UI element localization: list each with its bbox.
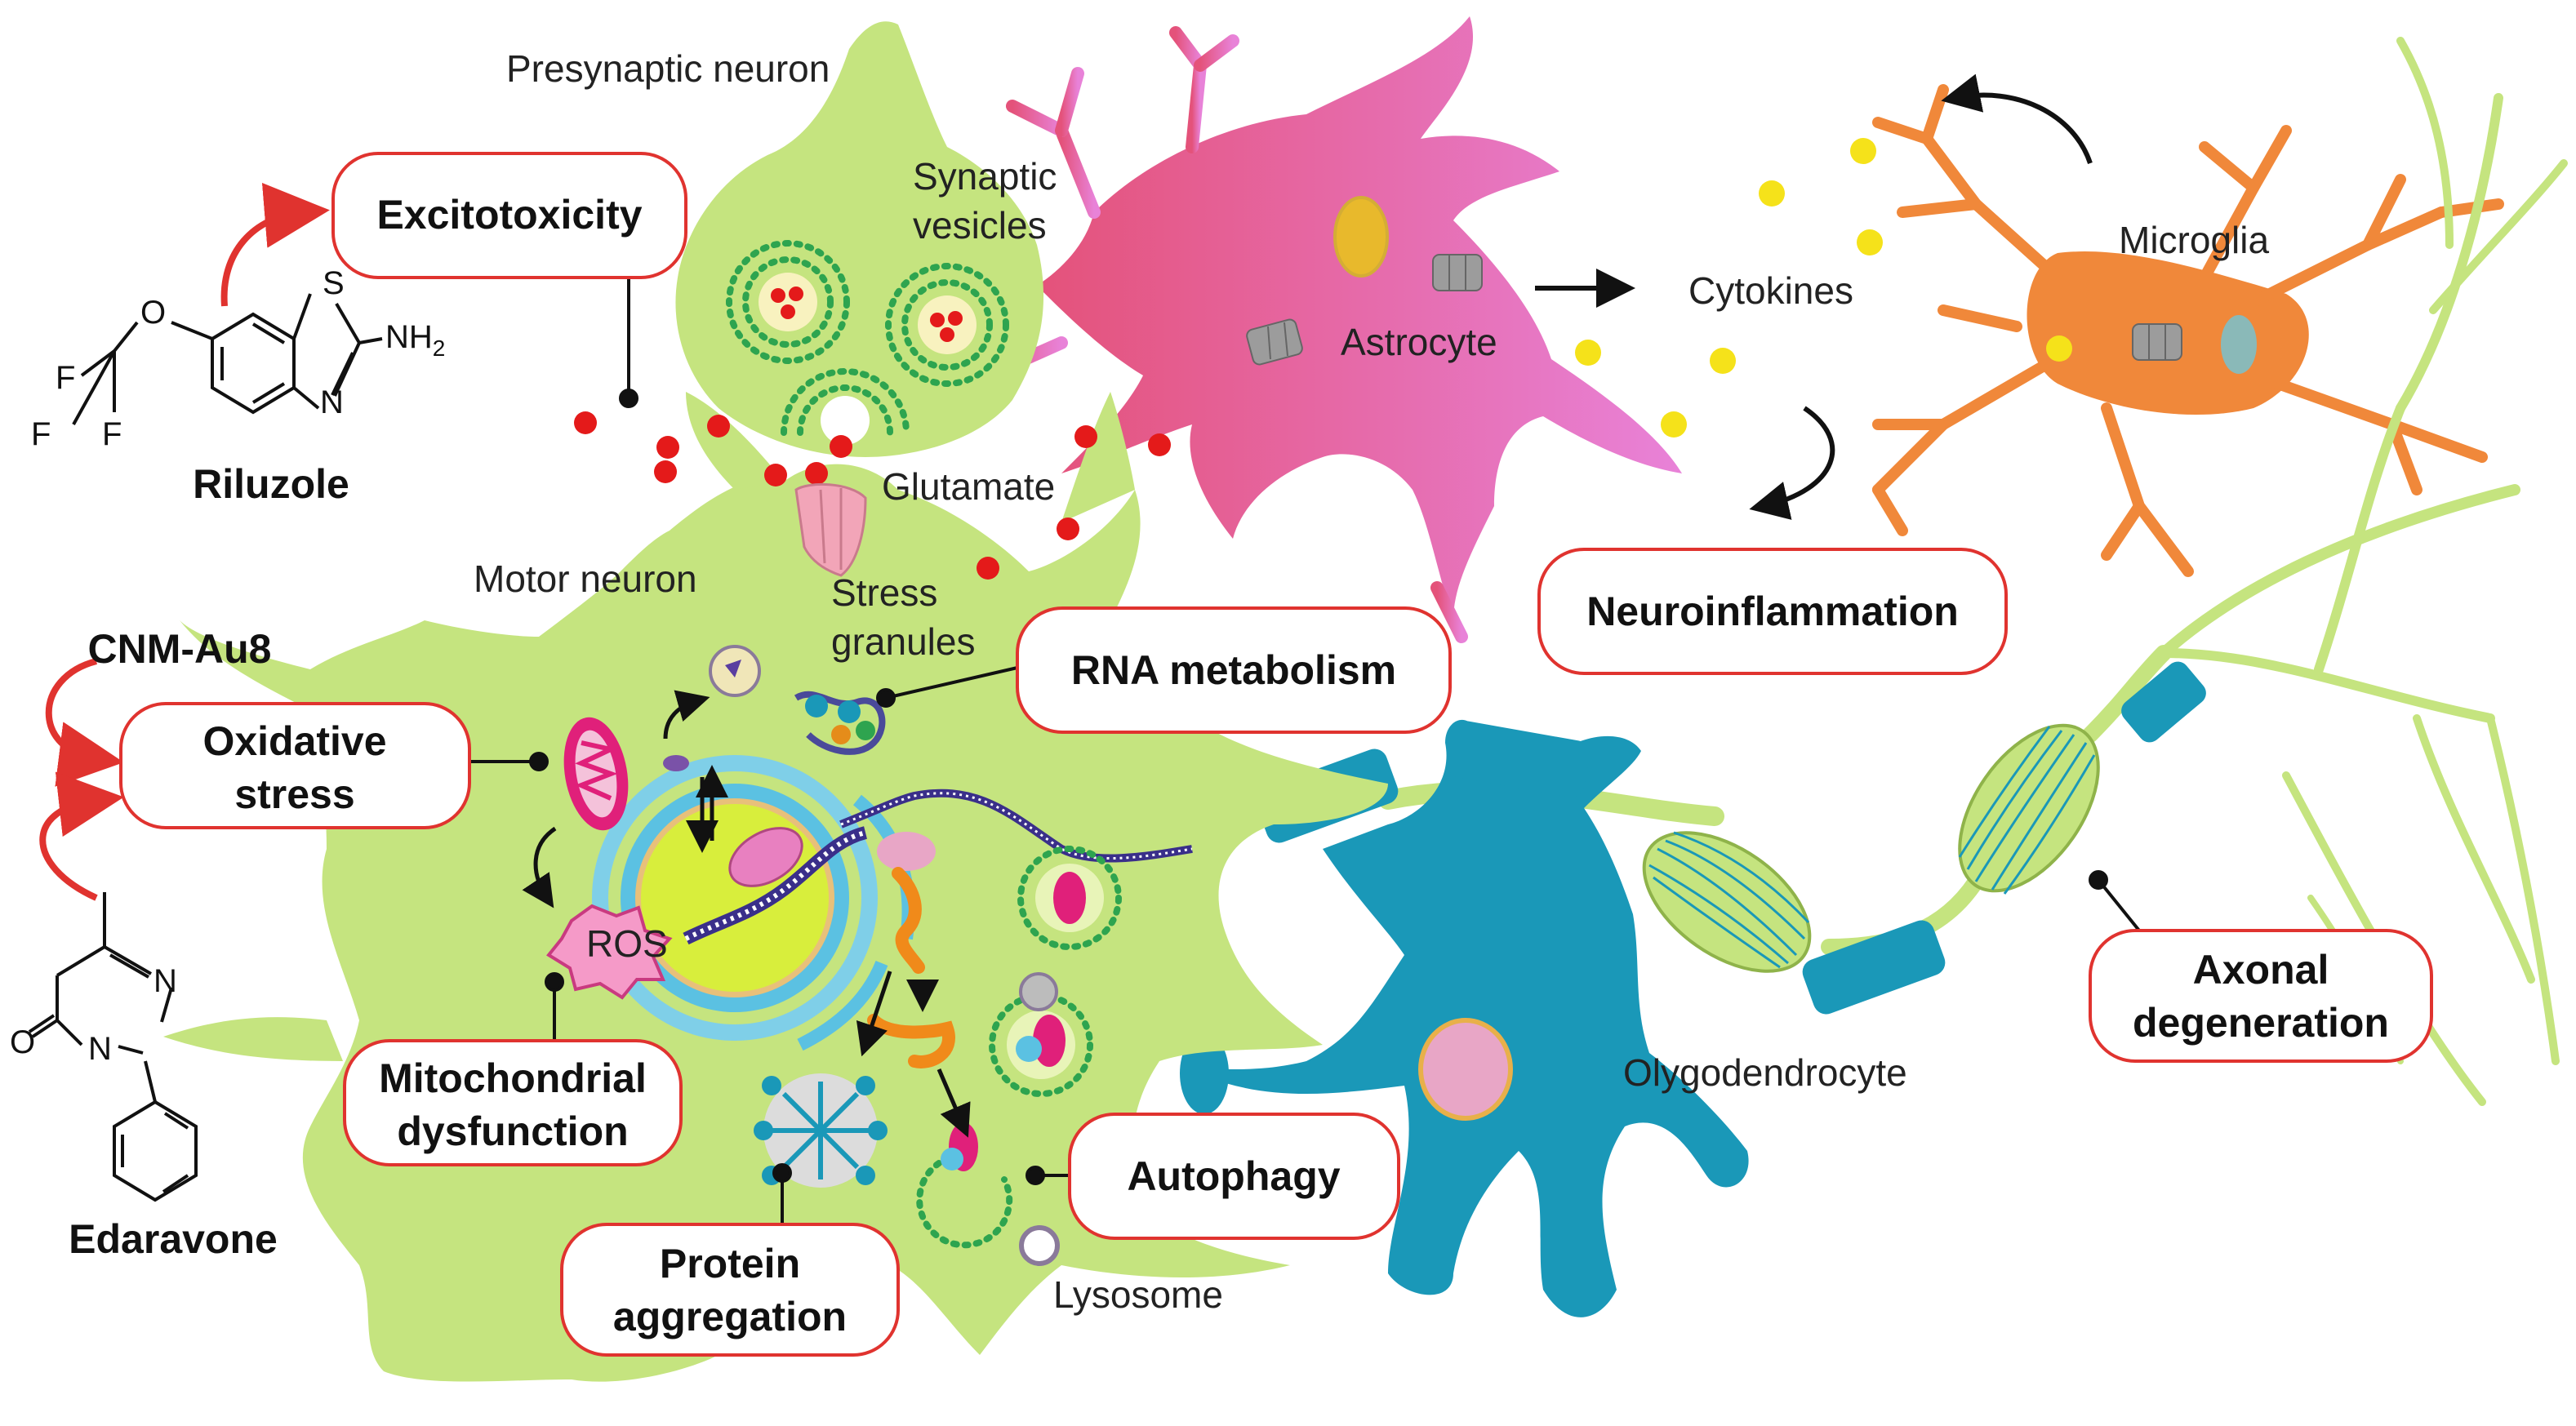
- synaptic-vesicle-fusing: [781, 368, 910, 445]
- fluorine-atom: F: [31, 416, 51, 452]
- ribosome-icon: [877, 832, 936, 871]
- stress-granule-icon: [663, 645, 886, 771]
- internal-arrows: [522, 690, 971, 1138]
- protein-aggregation-label-line1: Protein: [660, 1241, 800, 1286]
- mitochondrion-icon: [563, 717, 629, 831]
- synaptic-vesicle: [885, 263, 1009, 387]
- fluorine-atom: F: [102, 416, 122, 452]
- astrocyte-label: Astrocyte: [1341, 321, 1497, 363]
- signal-arrows: [1535, 73, 2093, 520]
- dna-strand: [683, 826, 868, 945]
- mechanism-box-oxidative-stress: Oxidative stress: [119, 702, 471, 829]
- oxidative-stress-label-line2: stress: [234, 771, 354, 817]
- glutamate-receptor-icon: [794, 482, 867, 577]
- amine-group: NH2: [385, 319, 445, 361]
- receptor-icon: [1246, 318, 1303, 366]
- mechanism-box-autophagy: Autophagy: [1068, 1113, 1400, 1240]
- autophagy-label: Autophagy: [1127, 1153, 1340, 1199]
- stress-granules-label-line1: Stress: [831, 571, 937, 614]
- myelin-sheath: [1642, 831, 1812, 973]
- receptor-icon: [1432, 254, 1483, 291]
- mechanism-box-axonal-degeneration: Axonal degeneration: [2089, 929, 2433, 1063]
- autophagosome-icon: [989, 972, 1093, 1097]
- autophagosome-icon: [1017, 846, 1122, 950]
- connector-lines: [469, 278, 2141, 1224]
- synaptic-vesicles-label-line2: vesicles: [913, 204, 1047, 247]
- sulfur-atom: S: [323, 265, 345, 301]
- axonal-degeneration-label-line2: degeneration: [2133, 1000, 2389, 1046]
- mechanism-box-rna-metabolism: RNA metabolism: [1016, 606, 1452, 734]
- mechanism-box-neuroinflammation: Neuroinflammation: [1537, 548, 2008, 675]
- microglia-cell: [1872, 84, 2504, 577]
- receptor-icon: [2132, 323, 2182, 361]
- cytokines-label: Cytokines: [1688, 269, 1853, 312]
- mitochondrial-dysfunction-label-line2: dysfunction: [397, 1108, 628, 1154]
- mechanism-box-excitotoxicity: Excitotoxicity: [331, 152, 687, 279]
- drug-arrows: [39, 183, 330, 901]
- ketone-oxygen-atom: O: [10, 1024, 35, 1060]
- ros-label: ROS: [586, 922, 668, 965]
- synaptic-vesicles-label-line1: Synaptic: [913, 155, 1057, 198]
- rna-metabolism-label: RNA metabolism: [1071, 647, 1396, 693]
- cytokine-molecules: [1575, 138, 2072, 438]
- ros-icon: [546, 904, 673, 1000]
- fluorine-atom: F: [56, 360, 75, 396]
- cnm-au8-label: CNM-Au8: [88, 626, 272, 672]
- endoplasmic-reticulum: [592, 755, 915, 1051]
- riluzole-label: Riluzole: [193, 461, 349, 507]
- protein-aggregation-label-line2: aggregation: [613, 1294, 847, 1339]
- synaptic-vesicle: [726, 240, 850, 364]
- microglia-label: Microglia: [2119, 219, 2269, 261]
- ring-nitrogen-atom: N: [320, 384, 344, 420]
- oxidative-stress-label-line1: Oxidative: [202, 718, 386, 764]
- mechanism-box-protein-aggregation: Protein aggregation: [560, 1223, 900, 1357]
- mechanism-box-mitochondrial-dysfunction: Mitochondrial dysfunction: [343, 1039, 683, 1166]
- lysosome-label: Lysosome: [1053, 1273, 1223, 1316]
- nitrogen-atom: N: [88, 1031, 112, 1067]
- edaravone-structure: [28, 892, 198, 1202]
- mrna-strand: [839, 789, 1193, 863]
- protein-aggregate-icon: [754, 1073, 888, 1188]
- presynaptic-neuron-label: Presynaptic neuron: [506, 47, 830, 90]
- axonal-degeneration-label-line1: Axonal: [2193, 947, 2329, 993]
- riluzole-structure: [72, 293, 383, 425]
- glutamate-molecules: [574, 411, 1171, 580]
- misfolded-protein: [867, 867, 955, 1068]
- oxygen-atom: O: [140, 295, 166, 331]
- neuroinflammation-label: Neuroinflammation: [1586, 589, 1959, 634]
- glutamate-label: Glutamate: [882, 465, 1055, 508]
- excitotoxicity-label: Excitotoxicity: [376, 192, 642, 238]
- mitochondrial-dysfunction-label-line1: Mitochondrial: [379, 1055, 647, 1101]
- motor-neuron-label: Motor neuron: [474, 558, 697, 600]
- lysosome-icon: [1019, 1225, 1060, 1266]
- myelin-sheath: [1958, 723, 2100, 895]
- nitrogen-atom: N: [153, 963, 177, 999]
- edaravone-label: Edaravone: [69, 1216, 278, 1262]
- oligodendrocyte-label: Olygodendrocyte: [1623, 1051, 1907, 1094]
- stress-granules-label-line2: granules: [831, 620, 975, 663]
